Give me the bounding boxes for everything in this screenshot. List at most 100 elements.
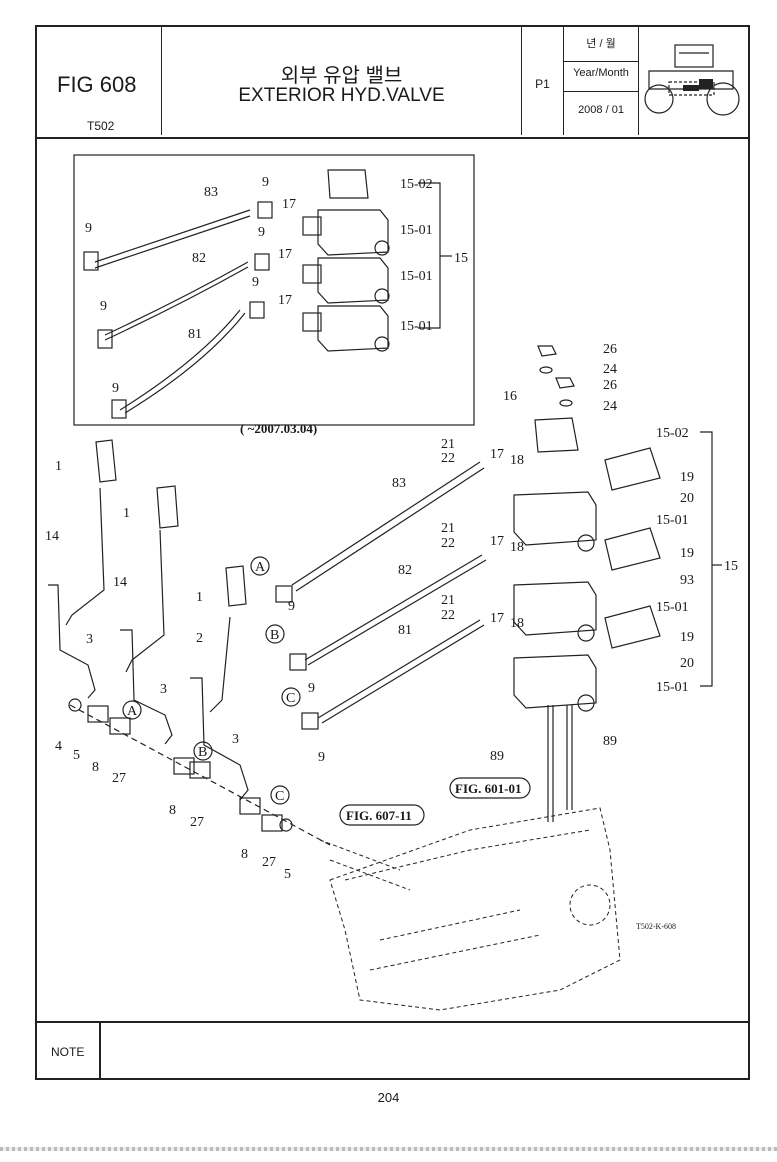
inset-label-15: 15 (454, 251, 468, 266)
label-9: 9 (288, 599, 295, 614)
label-19: 19 (680, 630, 694, 645)
inset-label-82: 82 (192, 251, 206, 266)
tractor-icon-cell (639, 27, 748, 135)
page-frame: FIG 608 T502 외부 유압 밸브 EXTERIOR HYD.VALVE… (35, 25, 750, 1080)
drawing-code: T502-K-608 (636, 922, 676, 931)
label-14: 14 (113, 575, 127, 590)
label-14: 14 (45, 529, 59, 544)
label-1: 1 (196, 590, 203, 605)
label-15-01: 15-01 (656, 600, 689, 615)
label-18: 18 (510, 616, 524, 631)
label-17: 17 (490, 611, 504, 626)
label-18: 18 (510, 453, 524, 468)
inset-label-9: 9 (85, 221, 92, 236)
inset-label-9: 9 (262, 175, 269, 190)
label-22: 22 (441, 536, 455, 551)
label-89: 89 (490, 749, 504, 764)
housing-outline (319, 807, 621, 1011)
inset-label-17: 17 (282, 197, 296, 212)
letter-b: B (198, 745, 207, 760)
inset-box: 83 82 81 9 9 9 9 9 9 17 17 17 15-02 15-0… (73, 154, 475, 436)
letter-a: A (255, 560, 266, 575)
label-15-02: 15-02 (656, 426, 689, 441)
label-89: 89 (603, 734, 617, 749)
note-label: NOTE (51, 1045, 85, 1059)
inset-label-15-02: 15-02 (400, 177, 433, 192)
inset-label-15-01: 15-01 (400, 223, 433, 238)
label-17: 17 (490, 534, 504, 549)
page-code: P1 (535, 77, 550, 91)
note-divider (99, 1023, 101, 1078)
label-18: 18 (510, 540, 524, 555)
label-22: 22 (441, 451, 455, 466)
label-21: 21 (441, 593, 455, 608)
inset-label-9: 9 (258, 225, 265, 240)
label-82: 82 (398, 563, 412, 578)
label-8: 8 (241, 847, 248, 862)
label-2: 2 (196, 631, 203, 646)
date-divider (564, 91, 638, 92)
model-code: T502 (87, 119, 115, 133)
label-19: 19 (680, 546, 694, 561)
title-korean: 외부 유압 밸브 (280, 65, 403, 87)
note-row: NOTE (37, 1021, 748, 1078)
label-93: 93 (680, 573, 694, 588)
inset-label-9: 9 (100, 299, 107, 314)
label-20: 20 (680, 491, 694, 506)
ref-fig-601: FIG. 601-01 (455, 781, 521, 796)
main-parts (48, 345, 722, 846)
label-81: 81 (398, 623, 412, 638)
letter-c: C (286, 691, 295, 706)
inset-label-17: 17 (278, 247, 292, 262)
label-21: 21 (441, 437, 455, 452)
label-26: 26 (603, 342, 617, 357)
ref-fig-607: FIG. 607-11 (346, 808, 412, 823)
inset-label-9: 9 (112, 381, 119, 396)
tractor-icon (644, 44, 740, 116)
page-code-cell: P1 (522, 27, 564, 135)
fig-cell: FIG 608 T502 (37, 27, 162, 135)
label-3: 3 (86, 632, 93, 647)
figure-number: FIG 608 (57, 72, 137, 97)
label-24: 24 (603, 399, 617, 414)
date-label-english: Year/Month (573, 67, 629, 79)
label-22: 22 (441, 608, 455, 623)
label-17: 17 (490, 447, 504, 462)
date-value: 2008 / 01 (578, 104, 624, 116)
label-15-01: 15-01 (656, 680, 689, 695)
title-cell: 외부 유압 밸브 EXTERIOR HYD.VALVE (162, 27, 522, 135)
label-26: 26 (603, 378, 617, 393)
inset-label-15-01: 15-01 (400, 269, 433, 284)
label-4: 4 (55, 739, 62, 754)
letter-b: B (270, 628, 279, 643)
label-9: 9 (318, 750, 325, 765)
label-27: 27 (262, 855, 276, 870)
letter-c: C (275, 789, 284, 804)
label-15-01: 15-01 (656, 513, 689, 528)
inset-label-15-01: 15-01 (400, 319, 433, 334)
inset-label-9: 9 (252, 275, 259, 290)
inset-caption: ( ~2007.03.04) (240, 421, 317, 436)
label-3: 3 (232, 732, 239, 747)
label-83: 83 (392, 476, 406, 491)
label-8: 8 (92, 760, 99, 775)
scan-artifact (0, 1147, 777, 1151)
label-16: 16 (503, 389, 517, 404)
label-1: 1 (55, 459, 62, 474)
label-21: 21 (441, 521, 455, 536)
label-1: 1 (123, 506, 130, 521)
label-9: 9 (308, 681, 315, 696)
letter-a: A (127, 704, 138, 719)
label-5: 5 (73, 748, 80, 763)
title-block: FIG 608 T502 외부 유압 밸브 EXTERIOR HYD.VALVE… (37, 27, 748, 139)
label-24: 24 (603, 362, 617, 377)
label-5: 5 (284, 867, 291, 882)
label-3: 3 (160, 682, 167, 697)
label-27: 27 (190, 815, 204, 830)
inset-label-81: 81 (188, 327, 202, 342)
label-8: 8 (169, 803, 176, 818)
inset-label-17: 17 (278, 293, 292, 308)
label-27: 27 (112, 771, 126, 786)
date-cell: 년 / 월 Year/Month 2008 / 01 (564, 27, 639, 135)
